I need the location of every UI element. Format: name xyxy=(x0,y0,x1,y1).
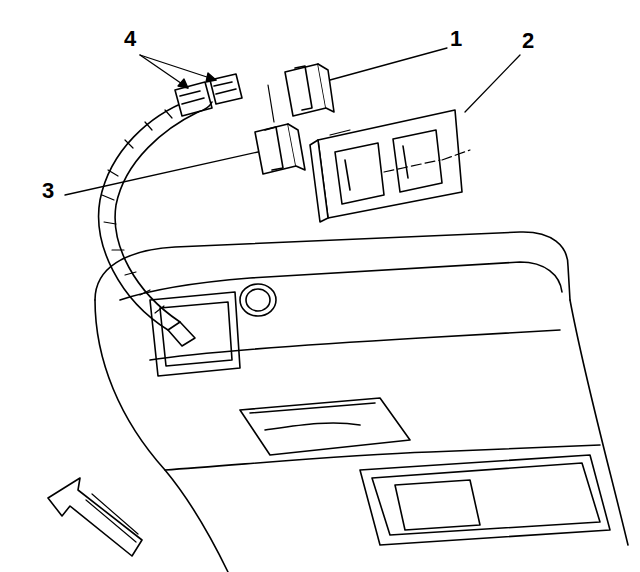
leader-lines xyxy=(65,48,520,195)
harness-connectors xyxy=(175,74,242,116)
switch-3 xyxy=(255,124,305,174)
wiring-harness xyxy=(99,100,198,346)
switch-bezel xyxy=(310,110,470,222)
callout-number: 1 xyxy=(448,28,464,50)
callout-number: 2 xyxy=(520,30,536,52)
callout-number: 4 xyxy=(122,28,138,50)
front-arrow xyxy=(48,478,142,556)
floor-console xyxy=(95,232,628,572)
switch-1 xyxy=(268,64,350,135)
callout-number: 3 xyxy=(40,180,56,202)
